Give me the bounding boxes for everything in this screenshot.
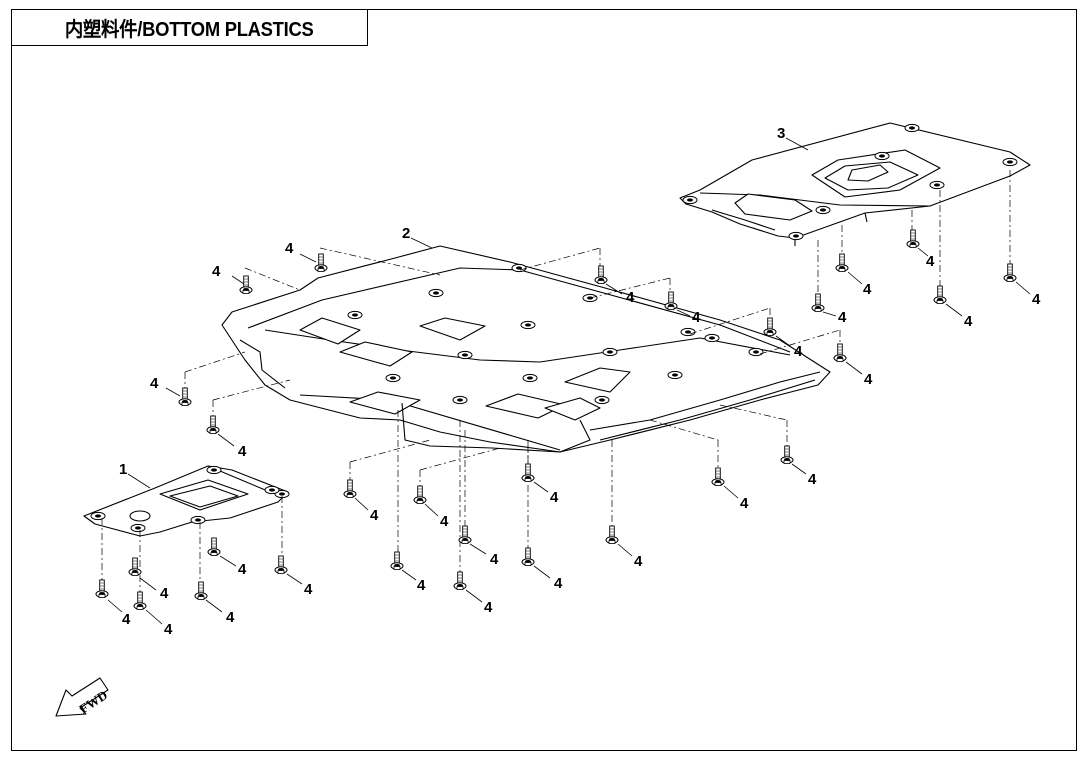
callout-part-4: 4	[238, 443, 247, 460]
callout-part-4: 4	[634, 553, 643, 570]
callout-part-4: 4	[226, 609, 235, 626]
callout-part-4: 4	[740, 495, 749, 512]
page-title: 内塑料件/BOTTOM PLASTICS	[64, 18, 314, 41]
callout-part-4: 4	[626, 289, 635, 306]
skid-plate-front	[83, 465, 289, 537]
callout-part-4: 4	[838, 309, 847, 326]
callout-part-4: 4	[440, 513, 449, 530]
drawing-frame	[11, 9, 1077, 751]
callout-part-4: 4	[164, 621, 173, 638]
callout-part-4: 4	[484, 599, 493, 616]
callout-part-4: 4	[794, 343, 803, 360]
callout-labels: 1 2 3 4 4 4 4 4 4 4 4 4 4 4 4 4 4 4 4 4 …	[119, 125, 1041, 638]
callout-leaders	[107, 137, 1031, 625]
skid-plate-rear	[679, 122, 1031, 246]
callout-part-4: 4	[808, 471, 817, 488]
skid-plate-center	[221, 245, 831, 453]
callout-part-4: 4	[964, 313, 973, 330]
callout-part-4: 4	[122, 611, 131, 628]
callout-part-4: 4	[238, 561, 247, 578]
callout-part-4: 4	[863, 281, 872, 298]
callout-part-4: 4	[212, 263, 221, 280]
callout-part-3: 3	[777, 125, 785, 142]
callout-part-4: 4	[864, 371, 873, 388]
callout-part-4: 4	[160, 585, 169, 602]
leader-lines	[101, 170, 1011, 596]
title-box: 内塑料件/BOTTOM PLASTICS	[11, 9, 368, 46]
callout-part-4: 4	[150, 375, 159, 392]
callout-part-2: 2	[402, 225, 410, 242]
callout-part-4: 4	[370, 507, 379, 524]
fwd-arrow-icon: FWD	[55, 677, 110, 717]
callout-part-4: 4	[417, 577, 426, 594]
callout-part-4: 4	[304, 581, 313, 598]
callout-part-4: 4	[550, 489, 559, 506]
callout-part-4: 4	[926, 253, 935, 270]
callout-part-4: 4	[692, 309, 701, 326]
callout-part-4: 4	[490, 551, 499, 568]
callout-part-4: 4	[285, 240, 294, 257]
callout-part-1: 1	[119, 461, 127, 478]
callout-part-4: 4	[554, 575, 563, 592]
callout-part-4: 4	[1032, 291, 1041, 308]
